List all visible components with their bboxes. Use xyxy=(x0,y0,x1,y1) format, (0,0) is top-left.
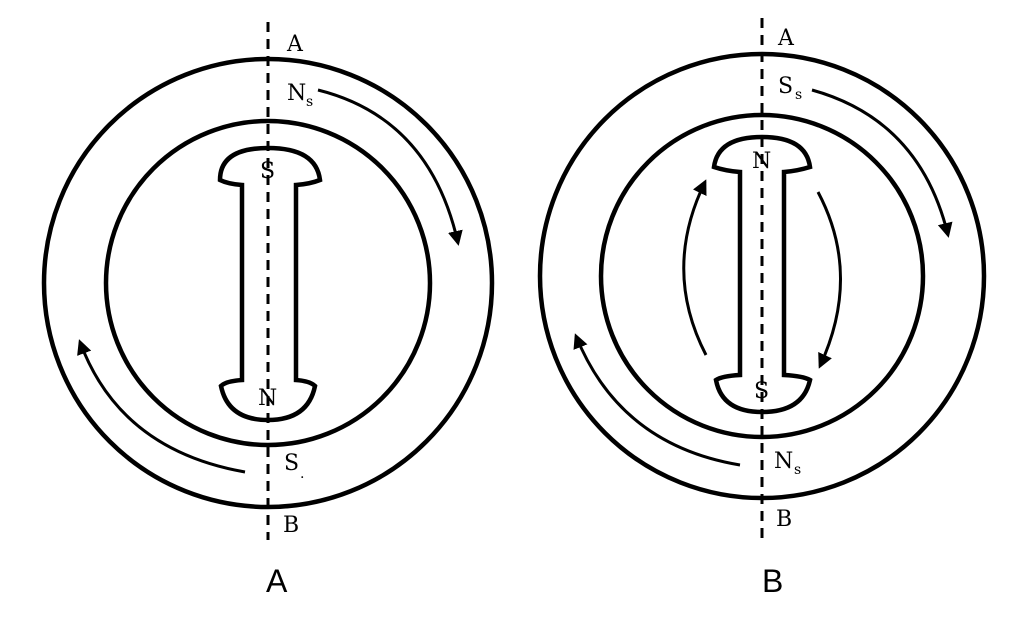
stator-pole-top-subscript: s xyxy=(306,94,313,110)
rotor-arrow-right xyxy=(816,191,842,369)
stator-inner-ring xyxy=(598,112,926,440)
stator-pole-top: S xyxy=(778,74,793,99)
panel-b: A B S s N s N S B xyxy=(537,18,987,599)
panel-caption: B xyxy=(762,563,783,599)
rotor-pole-bottom: S xyxy=(754,379,769,404)
stator-inner-ring xyxy=(103,118,433,448)
rotation-arrow-left xyxy=(77,339,246,474)
stator-pole-bottom-subscript: s xyxy=(794,462,801,478)
axis-label-bottom: B xyxy=(283,513,299,538)
rotation-arrow-right xyxy=(811,88,953,238)
stator-pole-top-subscript: s xyxy=(795,87,802,103)
panel-a: A B N s S . S N A xyxy=(41,22,495,599)
rotation-arrow-right xyxy=(317,88,463,246)
rotation-arrow-left xyxy=(573,333,741,467)
axis-label-top: A xyxy=(286,32,304,57)
stator-pole-bottom: S xyxy=(284,451,299,476)
stator-pole-bottom-subscript: . xyxy=(300,466,304,482)
axis-label-bottom: B xyxy=(776,507,792,532)
axis-label-top: A xyxy=(777,26,795,51)
rotor-pole-bottom: N xyxy=(258,386,277,411)
stator-pole-bottom: N xyxy=(774,449,793,474)
rotor xyxy=(711,134,813,415)
panel-caption: A xyxy=(266,563,288,599)
rotor-pole-top: N xyxy=(752,149,771,174)
stator-pole-top: N xyxy=(287,81,306,106)
rotor-arrow-left xyxy=(682,179,708,356)
rotor-pole-top: S xyxy=(260,159,275,184)
rotor xyxy=(217,145,323,423)
